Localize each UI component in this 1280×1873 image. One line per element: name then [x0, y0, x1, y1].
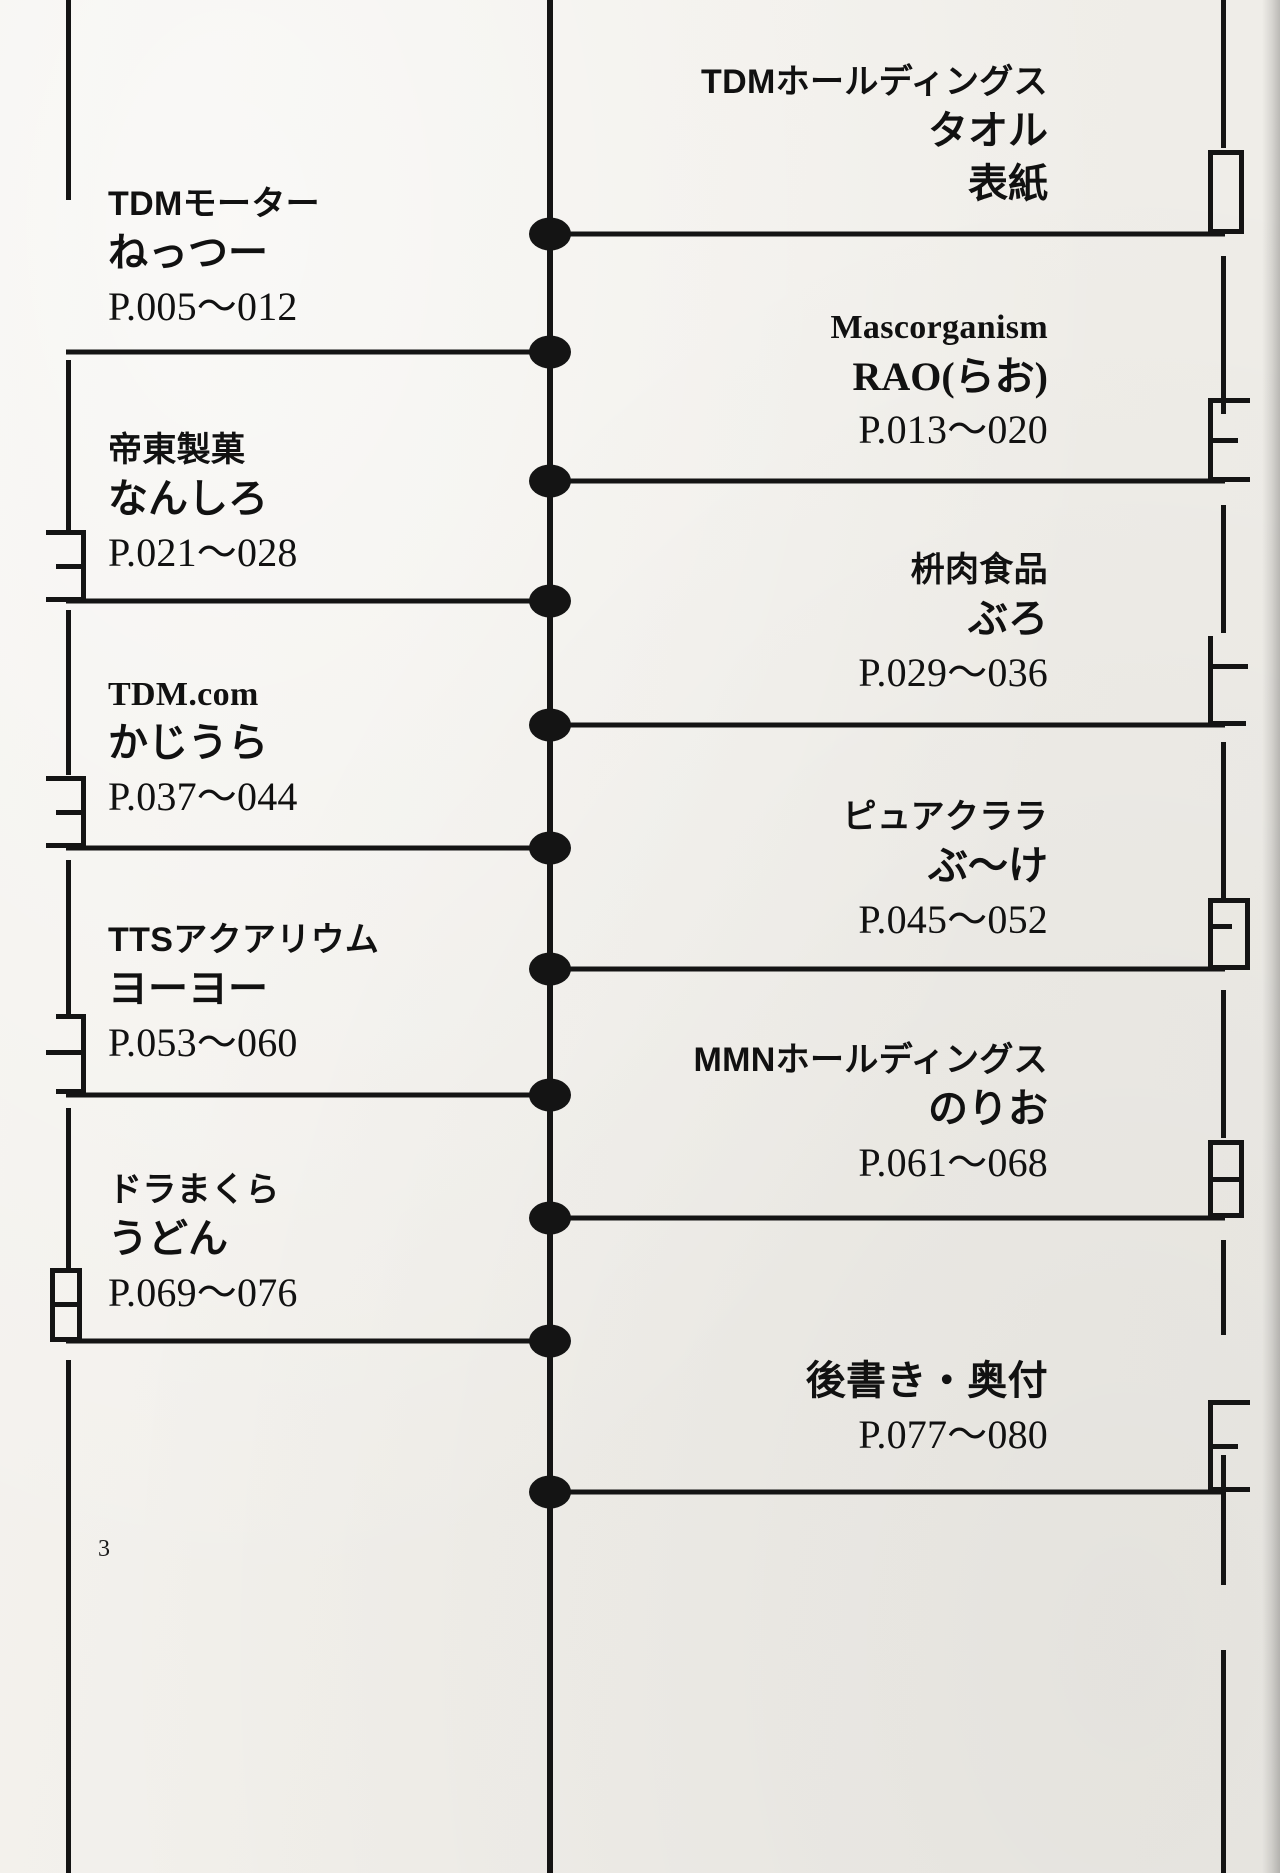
toc-org: TDMモーター [108, 185, 321, 223]
tab-glyph-left-2-notch [46, 1050, 86, 1055]
toc-entry-right-3[interactable]: ピュアクララ ぶ〜け P.045〜052 [843, 795, 1048, 947]
toc-org: ドラまくら [108, 1171, 280, 1209]
toc-author: ねっつー [108, 231, 268, 276]
toc-org: 帝東製菓 [108, 431, 246, 469]
toc-entry-right-0[interactable]: TDMホールディングス タオル 表紙 [701, 60, 1048, 212]
connector-right-0 [550, 231, 1225, 237]
toc-pages: P.021〜028 [108, 530, 298, 576]
spine-dot-0 [529, 217, 571, 251]
toc-pages: P.005〜012 [108, 284, 298, 330]
tab-glyph-left-0-notch [56, 564, 86, 569]
toc-entry-right-4[interactable]: MMNホールディングス のりお P.061〜068 [693, 1038, 1048, 1190]
right-rail-segment-2 [1221, 505, 1226, 633]
connector-left-0 [66, 349, 552, 355]
spine-dot-6 [529, 952, 571, 986]
toc-author: ぶ〜け [928, 844, 1048, 889]
connector-right-4 [550, 1215, 1225, 1221]
toc-pages: 表紙 [968, 162, 1048, 207]
toc-org: TDM.com [108, 676, 259, 713]
tab-glyph-right-5-notch [1208, 1444, 1238, 1449]
toc-org: MMNホールディングス [693, 1041, 1048, 1079]
toc-org: 後書き・奥付 [805, 1359, 1048, 1403]
spine-dot-8 [529, 1201, 571, 1235]
toc-author: なんしろ [108, 477, 268, 522]
right-rail-segment-5 [1221, 1240, 1226, 1335]
toc-entry-left-3[interactable]: TTSアクアリウム ヨーヨー P.053〜060 [108, 918, 379, 1070]
toc-entry-left-1[interactable]: 帝東製菓 なんしろ P.021〜028 [108, 428, 298, 580]
tab-glyph-right-0 [1208, 150, 1244, 234]
left-rail-segment-1 [66, 360, 71, 530]
toc-entry-left-4[interactable]: ドラまくら うどん P.069〜076 [108, 1168, 298, 1320]
spine-dot-1 [529, 335, 571, 369]
toc-entry-right-1[interactable]: Mascorganism RAO(らお) P.013〜020 [831, 305, 1049, 457]
toc-pages: P.061〜068 [858, 1140, 1048, 1186]
connector-left-1 [66, 598, 552, 604]
toc-pages: P.069〜076 [108, 1270, 298, 1316]
toc-org: Mascorganism [830, 309, 1048, 346]
left-rail-segment-4 [66, 1108, 71, 1268]
toc-author: ヨーヨー [108, 967, 268, 1012]
center-spine [547, 0, 553, 1873]
toc-org: TDMホールディングス [700, 63, 1048, 101]
connector-right-3 [550, 966, 1225, 972]
spine-dot-9 [529, 1324, 571, 1358]
page-number: 3 [98, 1536, 110, 1562]
spine-dot-10 [529, 1475, 571, 1509]
spine-dot-4 [529, 708, 571, 742]
spine-dot-5 [529, 831, 571, 865]
left-rail-segment-5 [66, 1360, 71, 1873]
toc-author: のりお [928, 1087, 1048, 1132]
toc-author: うどん [108, 1217, 228, 1262]
toc-pages: P.029〜036 [858, 650, 1048, 696]
tab-glyph-right-3 [1208, 898, 1250, 970]
toc-pages: P.077〜080 [858, 1412, 1048, 1458]
connector-left-2 [66, 845, 552, 851]
toc-pages: P.013〜020 [858, 407, 1048, 453]
left-rail-segment-2 [66, 610, 71, 775]
toc-entry-left-2[interactable]: TDM.com かじうら P.037〜044 [108, 672, 298, 824]
connector-right-2 [550, 722, 1225, 728]
toc-entry-left-0[interactable]: TDMモーター ねっつー P.005〜012 [108, 182, 320, 334]
tab-glyph-right-2-notch [1208, 664, 1248, 669]
tab-glyph-right-1-notch [1208, 438, 1238, 443]
toc-entry-right-2[interactable]: 枡肉食品 ぶろ P.029〜036 [858, 548, 1048, 700]
right-rail-segment-6 [1221, 1455, 1226, 1585]
toc-pages: P.045〜052 [858, 897, 1048, 943]
left-rail-segment-3 [66, 860, 71, 1015]
spine-dot-7 [529, 1078, 571, 1112]
toc-entry-right-5[interactable]: 後書き・奥付 P.077〜080 [806, 1355, 1048, 1461]
tab-glyph-right-3-notch [1208, 924, 1232, 929]
connector-right-1 [550, 478, 1225, 484]
right-rail-segment-1 [1221, 256, 1226, 414]
toc-author: ぶろ [968, 597, 1048, 642]
toc-author: かじうら [108, 721, 268, 766]
toc-pages: P.037〜044 [108, 774, 298, 820]
connector-left-3 [66, 1092, 552, 1098]
left-rail-segment-0 [66, 0, 71, 200]
toc-org: ピュアクララ [842, 798, 1048, 836]
tab-glyph-right-2 [1208, 636, 1246, 726]
tab-glyph-right-4-notch [1208, 1177, 1244, 1182]
toc-pages: P.053〜060 [108, 1020, 298, 1066]
right-rail-segment-3 [1221, 742, 1226, 900]
right-rail-segment-0 [1221, 0, 1226, 148]
right-rail-segment-7 [1221, 1650, 1226, 1873]
page-gutter-shadow [1262, 0, 1280, 1873]
tab-glyph-left-3-notch [50, 1302, 82, 1307]
toc-author: RAO(らお) [852, 354, 1048, 400]
connector-right-5 [550, 1489, 1225, 1495]
connector-left-4 [66, 1338, 552, 1344]
spine-dot-2 [529, 464, 571, 498]
right-rail-segment-4 [1221, 990, 1226, 1138]
toc-org: TTSアクアリウム [108, 921, 380, 959]
spine-dot-3 [529, 584, 571, 618]
tab-glyph-left-1-notch [56, 810, 86, 815]
toc-org: 枡肉食品 [910, 551, 1048, 589]
toc-author: タオル [928, 109, 1048, 154]
